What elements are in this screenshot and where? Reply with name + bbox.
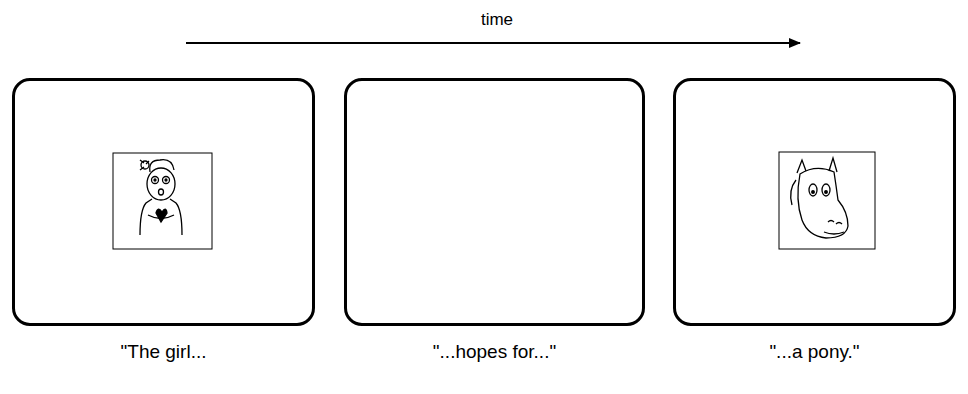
panel-frame xyxy=(344,78,645,326)
panel-frame xyxy=(12,78,315,326)
time-arrow xyxy=(186,43,800,44)
sentence-caption: "The girl... xyxy=(12,341,315,363)
panel-frame xyxy=(673,78,956,326)
time-panel: "...a pony." xyxy=(673,78,956,376)
pony-picture xyxy=(779,152,875,249)
axis-label: time xyxy=(481,10,513,30)
sentence-caption: "...hopes for..." xyxy=(344,341,645,363)
time-panel: "The girl... xyxy=(12,78,315,376)
girl-picture xyxy=(113,153,212,249)
time-panel: "...hopes for..." xyxy=(344,78,645,376)
sentence-caption: "...a pony." xyxy=(673,341,956,363)
